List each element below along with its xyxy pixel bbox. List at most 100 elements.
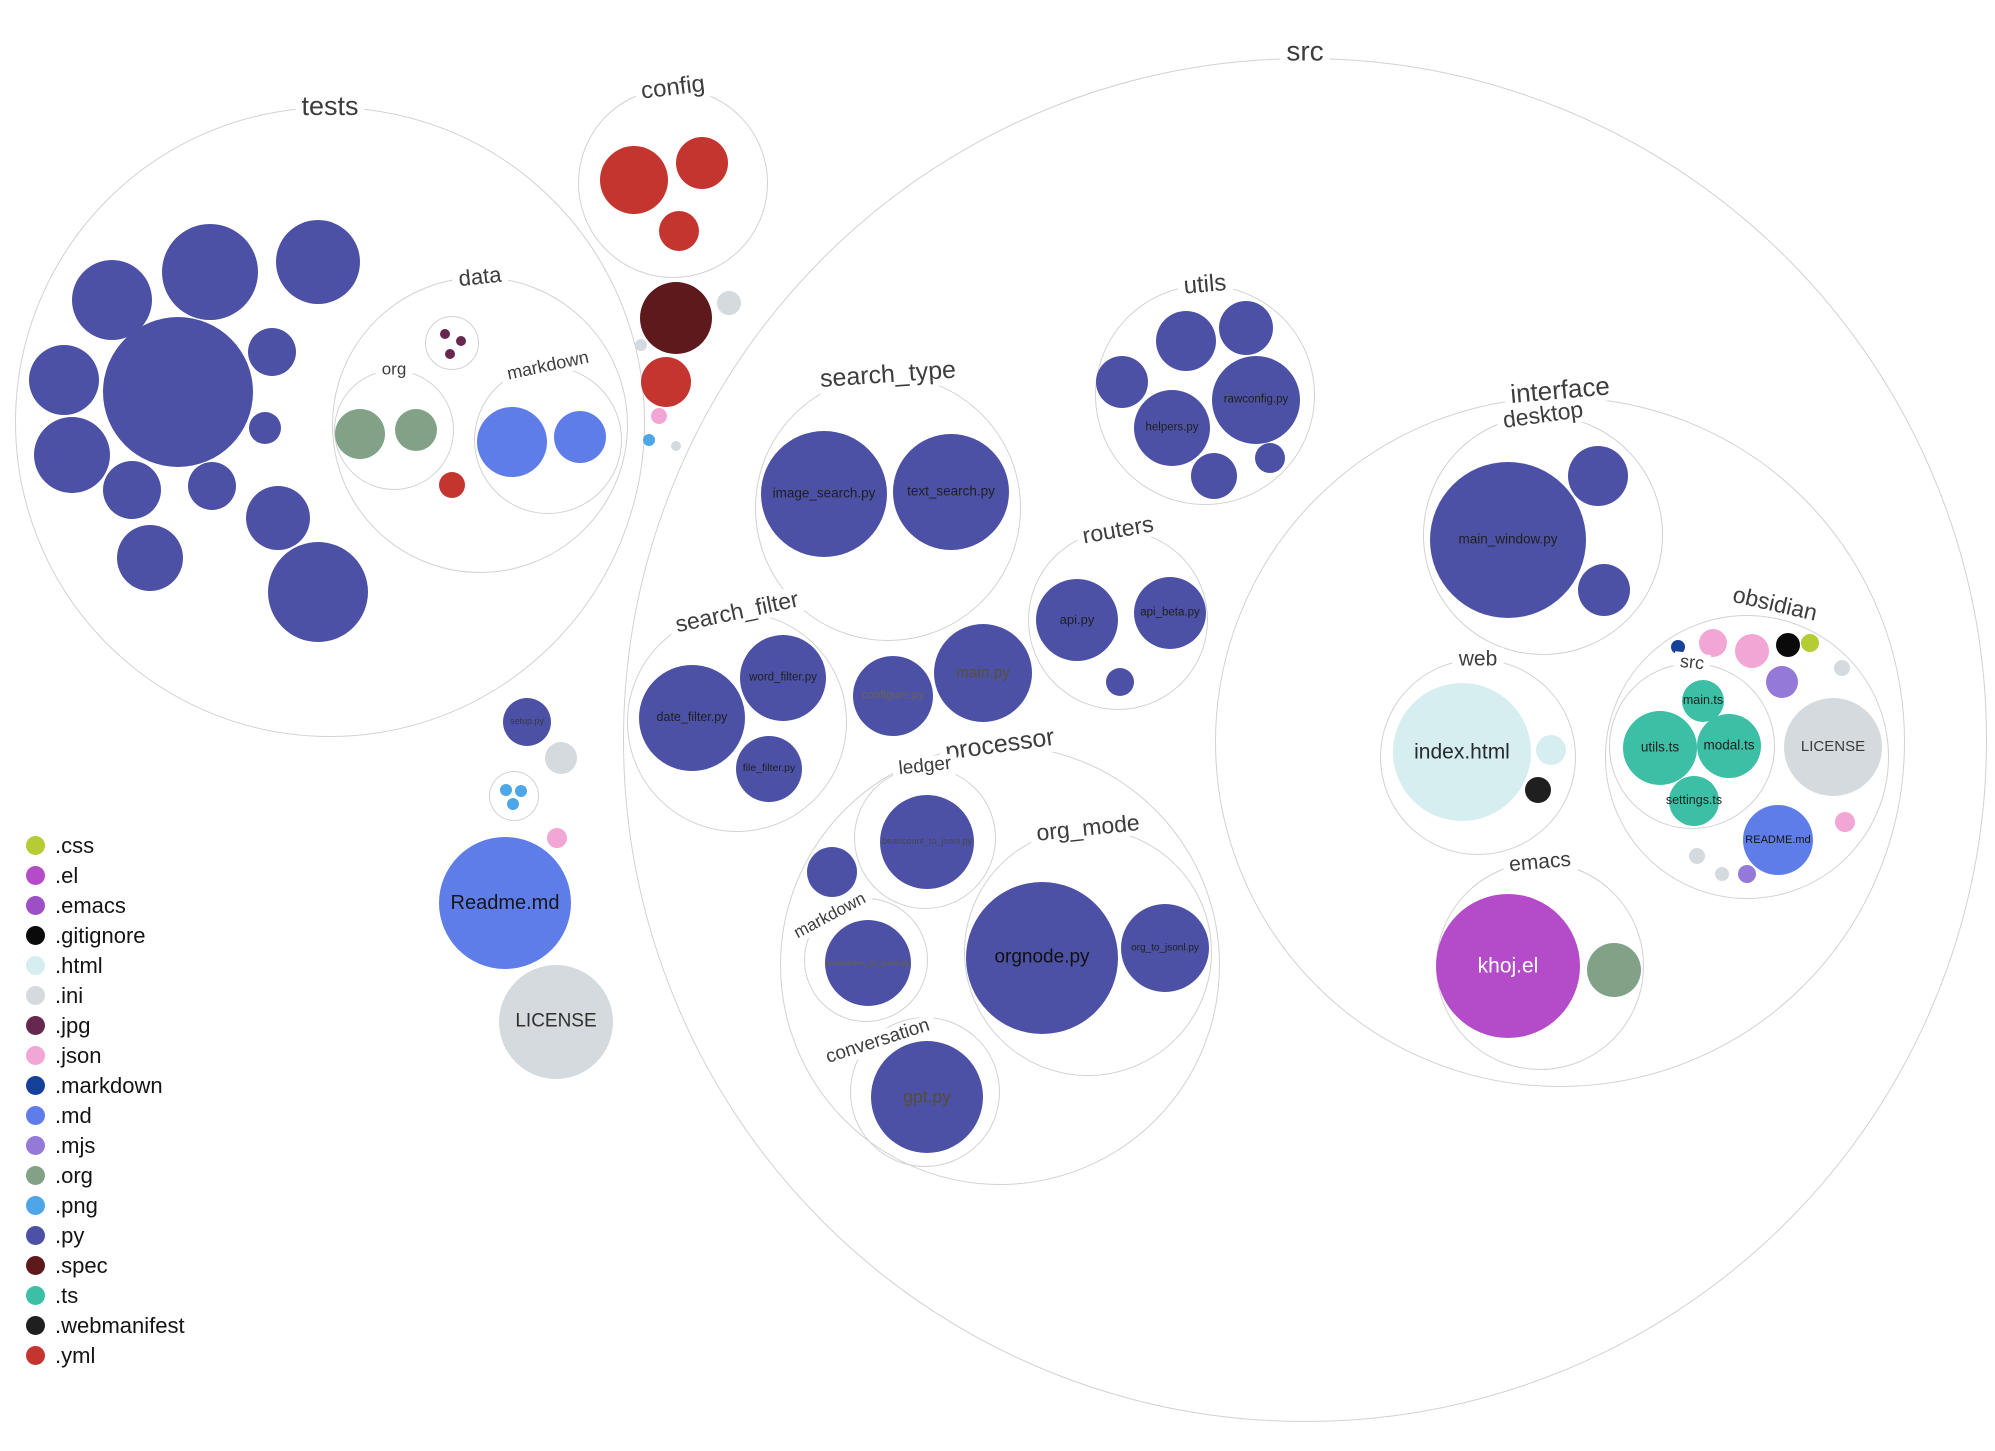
file-tests-py-10[interactable] bbox=[249, 412, 281, 444]
file-org-to-jsonl-py[interactable] bbox=[1121, 904, 1209, 992]
file-jpg-1[interactable] bbox=[440, 329, 450, 339]
file-root-png-1[interactable] bbox=[643, 434, 655, 446]
legend-item-css: .css bbox=[26, 834, 185, 857]
file-org-file-1[interactable] bbox=[335, 409, 385, 459]
file-configure-py[interactable] bbox=[853, 656, 933, 736]
file-orgnode-py[interactable] bbox=[966, 882, 1118, 1034]
file-desktop-py-2[interactable] bbox=[1568, 446, 1628, 506]
file-png-4[interactable] bbox=[507, 798, 519, 810]
file-tests-py-12[interactable] bbox=[246, 486, 310, 550]
file-processor-py-extra[interactable] bbox=[807, 847, 857, 897]
file-obsidian-markdown-dot[interactable] bbox=[1671, 640, 1685, 654]
file-routers-py-3[interactable] bbox=[1106, 668, 1134, 696]
legend-label-yml: .yml bbox=[55, 1342, 96, 1368]
file-root-ini-4[interactable] bbox=[545, 742, 577, 774]
file-root-ini-2[interactable] bbox=[635, 339, 647, 351]
legend-item-ts: .ts bbox=[26, 1284, 185, 1307]
file-tests-py-4[interactable] bbox=[29, 345, 99, 415]
file-obsidian-gitignore[interactable] bbox=[1776, 633, 1800, 657]
file-helpers-py[interactable] bbox=[1134, 390, 1210, 466]
file-main-window-py[interactable] bbox=[1430, 462, 1586, 618]
group-png-group[interactable] bbox=[489, 771, 539, 821]
legend-swatch-png bbox=[26, 1196, 45, 1215]
label-readme-md-obsidian: README.md bbox=[1745, 833, 1811, 846]
file-utils-py-6[interactable] bbox=[1191, 453, 1237, 499]
file-readme-md-obsidian[interactable] bbox=[1743, 805, 1813, 875]
legend-label-org: .org bbox=[55, 1162, 93, 1188]
file-date-filter-py[interactable] bbox=[639, 665, 745, 771]
file-obsidian-ini-2[interactable] bbox=[1689, 848, 1705, 864]
file-utils-py-2[interactable] bbox=[1156, 311, 1216, 371]
file-tests-py-6[interactable] bbox=[34, 417, 110, 493]
file-gpt-py[interactable] bbox=[871, 1041, 983, 1153]
file-setup-py[interactable] bbox=[503, 698, 551, 746]
file-tests-py-5[interactable] bbox=[103, 317, 253, 467]
file-tests-py-2[interactable] bbox=[162, 224, 258, 320]
file-web-webmanifest[interactable] bbox=[1525, 777, 1551, 803]
legend-item-py: .py bbox=[26, 1224, 185, 1247]
file-file-filter-py[interactable] bbox=[736, 736, 802, 802]
file-png-2[interactable] bbox=[500, 784, 512, 796]
file-obsidian-json-1[interactable] bbox=[1699, 629, 1727, 657]
file-jpg-2[interactable] bbox=[456, 336, 466, 346]
legend-label-html: .html bbox=[55, 952, 103, 978]
file-desktop-py-3[interactable] bbox=[1578, 564, 1630, 616]
file-root-json-1[interactable] bbox=[651, 408, 667, 424]
file-markdown-to-jsonl-py[interactable] bbox=[825, 920, 911, 1006]
group-obsidian[interactable] bbox=[1605, 615, 1889, 899]
file-word-filter-py[interactable] bbox=[740, 635, 826, 721]
file-tests-py-13[interactable] bbox=[268, 542, 368, 642]
file-rawconfig-py[interactable] bbox=[1212, 356, 1300, 444]
file-root-json-2[interactable] bbox=[547, 828, 567, 848]
legend-item-png: .png bbox=[26, 1194, 185, 1217]
file-root-yml[interactable] bbox=[641, 357, 691, 407]
file-khoj-el[interactable] bbox=[1436, 894, 1580, 1038]
file-jpg-3[interactable] bbox=[445, 349, 455, 359]
file-readme-md-root[interactable] bbox=[439, 837, 571, 969]
file-obsidian-ini-1[interactable] bbox=[1834, 660, 1850, 676]
file-utils-ts[interactable] bbox=[1623, 711, 1697, 785]
file-md-file-1[interactable] bbox=[477, 407, 547, 477]
file-tests-py-9[interactable] bbox=[188, 462, 236, 510]
group-images-group[interactable] bbox=[425, 316, 479, 370]
file-obsidian-ini-3[interactable] bbox=[1715, 867, 1729, 881]
file-api-py[interactable] bbox=[1036, 579, 1118, 661]
file-api-beta-py[interactable] bbox=[1134, 577, 1206, 649]
file-utils-py-1[interactable] bbox=[1096, 356, 1148, 408]
file-text-search-py[interactable] bbox=[893, 434, 1009, 550]
file-data-yml[interactable] bbox=[439, 472, 465, 498]
file-utils-py-7[interactable] bbox=[1255, 443, 1285, 473]
file-tests-py-3[interactable] bbox=[276, 220, 360, 304]
file-root-ini-3[interactable] bbox=[671, 441, 681, 451]
file-license-root[interactable] bbox=[499, 965, 613, 1079]
file-obsidian-json-3[interactable] bbox=[1835, 812, 1855, 832]
label-utils-ts: utils.ts bbox=[1640, 739, 1680, 755]
file-obsidian-json-2[interactable] bbox=[1735, 634, 1769, 668]
file-root-spec[interactable] bbox=[640, 282, 712, 354]
file-obsidian-mjs-1[interactable] bbox=[1766, 666, 1798, 698]
file-tests-py-7[interactable] bbox=[248, 328, 296, 376]
file-utils-py-3[interactable] bbox=[1219, 301, 1273, 355]
file-index-html[interactable] bbox=[1393, 683, 1531, 821]
legend-label-markdown: .markdown bbox=[55, 1072, 163, 1098]
file-obsidian-css[interactable] bbox=[1801, 634, 1819, 652]
file-png-3[interactable] bbox=[515, 785, 527, 797]
file-config-yml-1[interactable] bbox=[600, 146, 668, 214]
file-settings-ts[interactable] bbox=[1669, 776, 1719, 826]
file-license-obsidian[interactable] bbox=[1784, 698, 1882, 796]
legend-item-yml: .yml bbox=[26, 1344, 185, 1367]
file-web-html-2[interactable] bbox=[1536, 735, 1566, 765]
file-emacs-org[interactable] bbox=[1587, 943, 1641, 997]
file-modal-ts[interactable] bbox=[1697, 714, 1761, 778]
file-tests-py-11[interactable] bbox=[117, 525, 183, 591]
file-config-yml-2[interactable] bbox=[676, 137, 728, 189]
file-image-search-py[interactable] bbox=[761, 431, 887, 557]
file-root-ini-1[interactable] bbox=[717, 291, 741, 315]
file-config-yml-3[interactable] bbox=[659, 211, 699, 251]
file-org-file-2[interactable] bbox=[395, 409, 437, 451]
file-md-file-2[interactable] bbox=[554, 411, 606, 463]
file-tests-py-8[interactable] bbox=[103, 461, 161, 519]
file-main-py[interactable] bbox=[934, 624, 1032, 722]
file-beancount-to-jsonl-py[interactable] bbox=[880, 795, 974, 889]
file-obsidian-mjs-2[interactable] bbox=[1738, 865, 1756, 883]
